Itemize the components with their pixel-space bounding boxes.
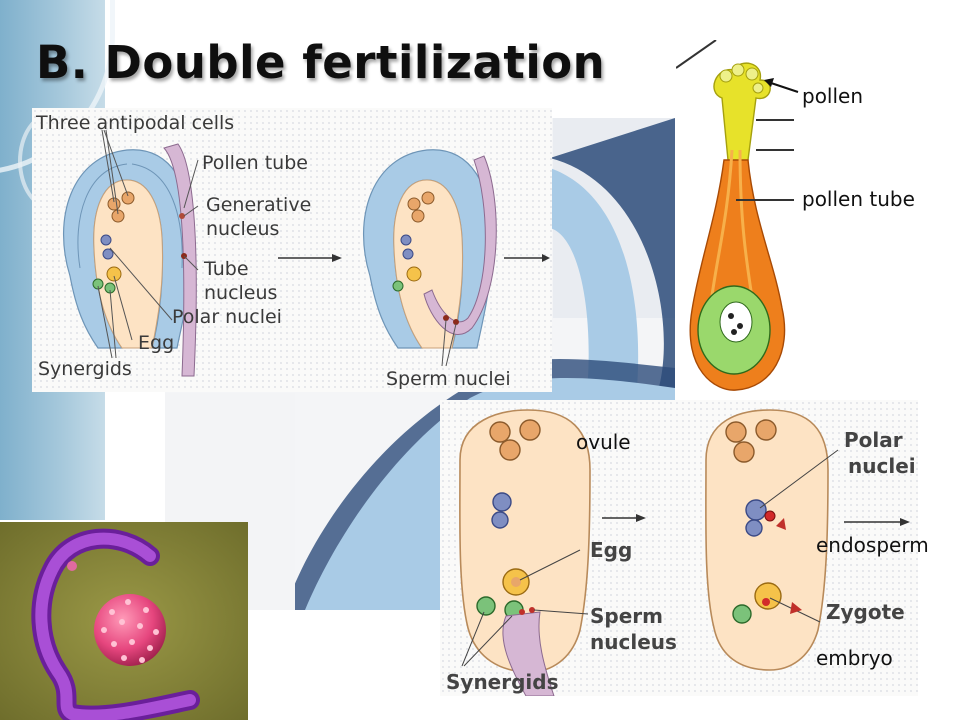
label-three-antipodal-cells: Three antipodal cells xyxy=(36,112,235,134)
label-synergids-lower: Synergids xyxy=(446,670,559,694)
label-synergids: Synergids xyxy=(38,358,132,380)
label-generative-line1: Generative xyxy=(206,194,312,216)
label-polar-nuclei: Polar nuclei xyxy=(172,306,282,328)
pollen-pointer-arrow xyxy=(764,78,799,93)
label-tube-line1: Tube xyxy=(204,258,249,280)
caption-embryo: embryo xyxy=(816,646,893,670)
caption-pollen-tube: pollen tube xyxy=(802,187,915,211)
slide-title: B. Double fertilization xyxy=(36,36,606,89)
label-egg-lower: Egg xyxy=(590,538,633,562)
lower-fertilization-diagram: Polar nuclei Egg Sperm nucleus Zygote Sy… xyxy=(440,400,918,696)
label-sperm-line2: nucleus xyxy=(590,630,677,654)
caption-endosperm: endosperm xyxy=(816,533,929,557)
label-pollen-tube: Pollen tube xyxy=(202,152,308,174)
label-tube-line2: nucleus xyxy=(204,282,278,304)
label-polar-line1: Polar xyxy=(844,428,903,452)
caption-ovule: ovule xyxy=(576,430,631,454)
label-sperm-line1: Sperm xyxy=(590,604,663,628)
label-sperm-nuclei: Sperm nuclei xyxy=(386,368,511,390)
upper-fertilization-diagram: Three antipodal cells Pollen tube Genera… xyxy=(32,108,552,392)
label-generative-line2: nucleus xyxy=(206,218,280,240)
pollen-germination-photo xyxy=(0,522,248,720)
label-polar-line2: nuclei xyxy=(848,454,916,478)
label-egg: Egg xyxy=(138,332,175,354)
caption-pollen: pollen xyxy=(802,84,864,108)
lower-diagram-illustration xyxy=(459,409,910,696)
label-zygote: Zygote xyxy=(826,600,905,624)
pollen-grain-illustration xyxy=(676,40,794,400)
upper-diagram-illustration xyxy=(63,129,550,377)
